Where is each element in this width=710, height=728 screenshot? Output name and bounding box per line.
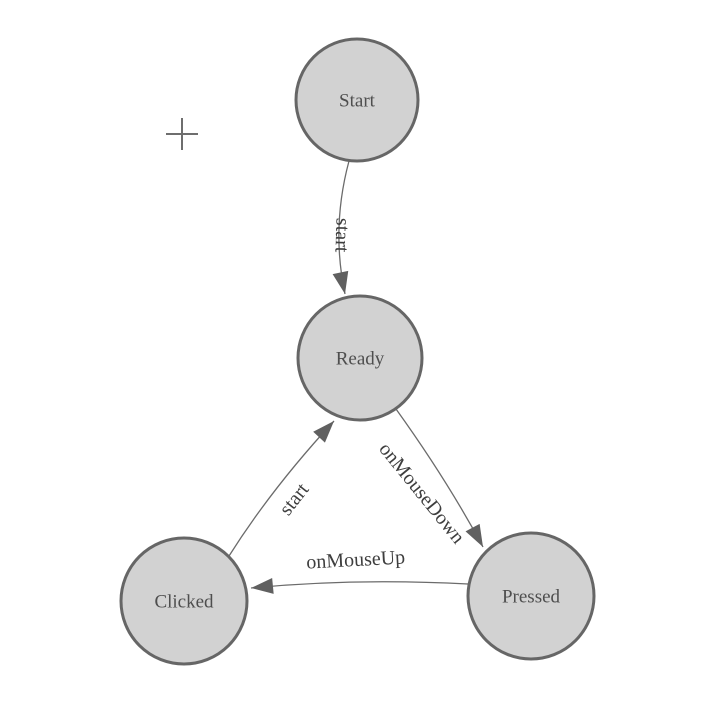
transition-edge-line[interactable] (228, 420, 335, 557)
plus-crosshair-icon (166, 118, 198, 150)
transition-start-to-ready[interactable]: start (330, 160, 354, 295)
transition-label: start (275, 479, 314, 520)
state-node-ready[interactable]: Ready (296, 294, 424, 422)
transition-label: onMouseUp (306, 546, 406, 573)
state-node-start[interactable]: Start (294, 37, 420, 163)
transition-clicked-to-ready[interactable]: start (228, 420, 335, 557)
state-circle[interactable] (294, 37, 420, 163)
transition-label: onMouseDown (374, 438, 469, 548)
state-node-clicked[interactable]: Clicked (119, 536, 249, 666)
transition-edge-line[interactable] (250, 577, 469, 594)
state-node-pressed[interactable]: Pressed (466, 531, 596, 661)
state-circle[interactable] (296, 294, 424, 422)
transition-ready-to-pressed[interactable]: onMouseDown (374, 408, 484, 548)
state-circle[interactable] (119, 536, 249, 666)
transition-label: start (330, 218, 353, 254)
transition-pressed-to-clicked[interactable]: onMouseUp (250, 546, 469, 594)
transition-edge-line[interactable] (395, 408, 484, 548)
transition-edge-line[interactable] (332, 160, 350, 295)
state-circle[interactable] (466, 531, 596, 661)
